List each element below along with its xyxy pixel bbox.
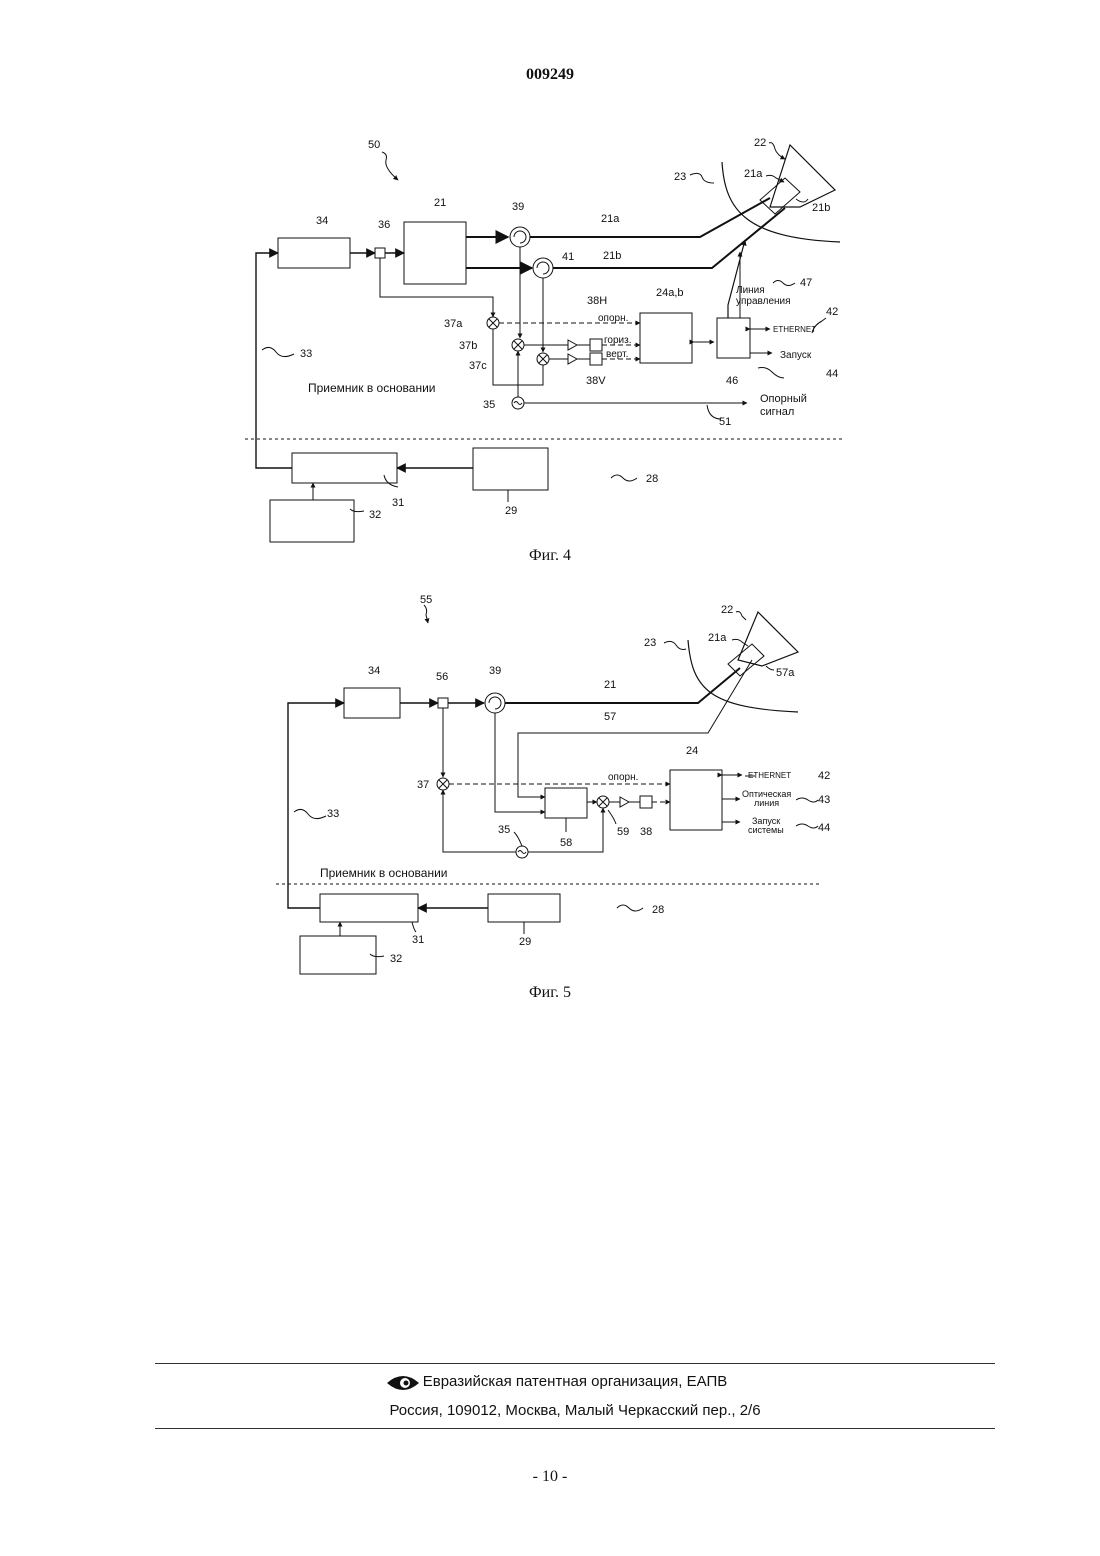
ref-43: 43 [818,794,830,806]
footer-address: Россия, 109012, Москва, Малый Черкасский… [155,1402,995,1419]
ref-34-fig5: 34 [368,665,380,677]
ref-23-fig5: 23 [644,637,656,649]
page-footer: Евразийская патентная организация, ЕАПВ … [155,1363,995,1429]
block-58 [545,788,587,818]
ref-29-fig5: 29 [519,936,531,948]
label-system-launch-2: системы [748,825,784,835]
ref-55: 55 [420,594,432,606]
block-32-fig5 [300,936,376,974]
ref-42-fig5: 42 [818,770,830,782]
coupler-56 [438,698,448,708]
ref-28-fig5: 28 [652,904,664,916]
label-ethernet-fig5: ETHERNET [748,771,791,780]
ref-39-fig5: 39 [489,665,501,677]
ref-21a-fig5: 21a [708,632,727,644]
ref-58: 58 [560,837,572,849]
block-24 [670,770,722,830]
block-34-fig5 [344,688,400,718]
ref-32-fig5: 32 [390,953,402,965]
ref-24: 24 [686,745,698,757]
ref-56: 56 [436,671,448,683]
ref-38-fig5: 38 [640,826,652,838]
amp-fig5 [620,797,629,807]
ref-35-fig5: 35 [498,824,510,836]
ref-22-fig5: 22 [721,604,733,616]
ref-59: 59 [617,826,629,838]
ref-21-fig5: 21 [604,679,616,691]
label-base-receiver-fig5: Приемник в основании [320,866,447,880]
feed-block-5 [728,644,764,676]
line-21-fig5 [505,668,740,703]
figure-5-diagram: 55 22 23 21a 57a 34 56 39 21 57 24 37 42… [0,0,1100,1000]
figure-5-caption: Фиг. 5 [0,984,1100,1002]
ref-37-fig5: 37 [417,779,429,791]
ref-31-fig5: 31 [412,934,424,946]
circulator-39-fig5 [485,693,505,713]
page-number: - 10 - [0,1468,1100,1486]
filter-38-fig5 [640,796,652,808]
block-31-fig5 [320,894,418,922]
ref-44-fig5: 44 [818,822,830,834]
block-29-fig5 [488,894,560,922]
ref-57: 57 [604,711,616,723]
footer-organization: Евразийская патентная организация, ЕАПВ [155,1373,995,1390]
label-ref-short-fig5: опорн. [608,772,638,783]
label-optical-line-2: линия [754,798,779,808]
horn-antenna-5 [738,612,798,666]
ref-57a: 57a [776,667,795,679]
ref-33-fig5: 33 [327,808,339,820]
